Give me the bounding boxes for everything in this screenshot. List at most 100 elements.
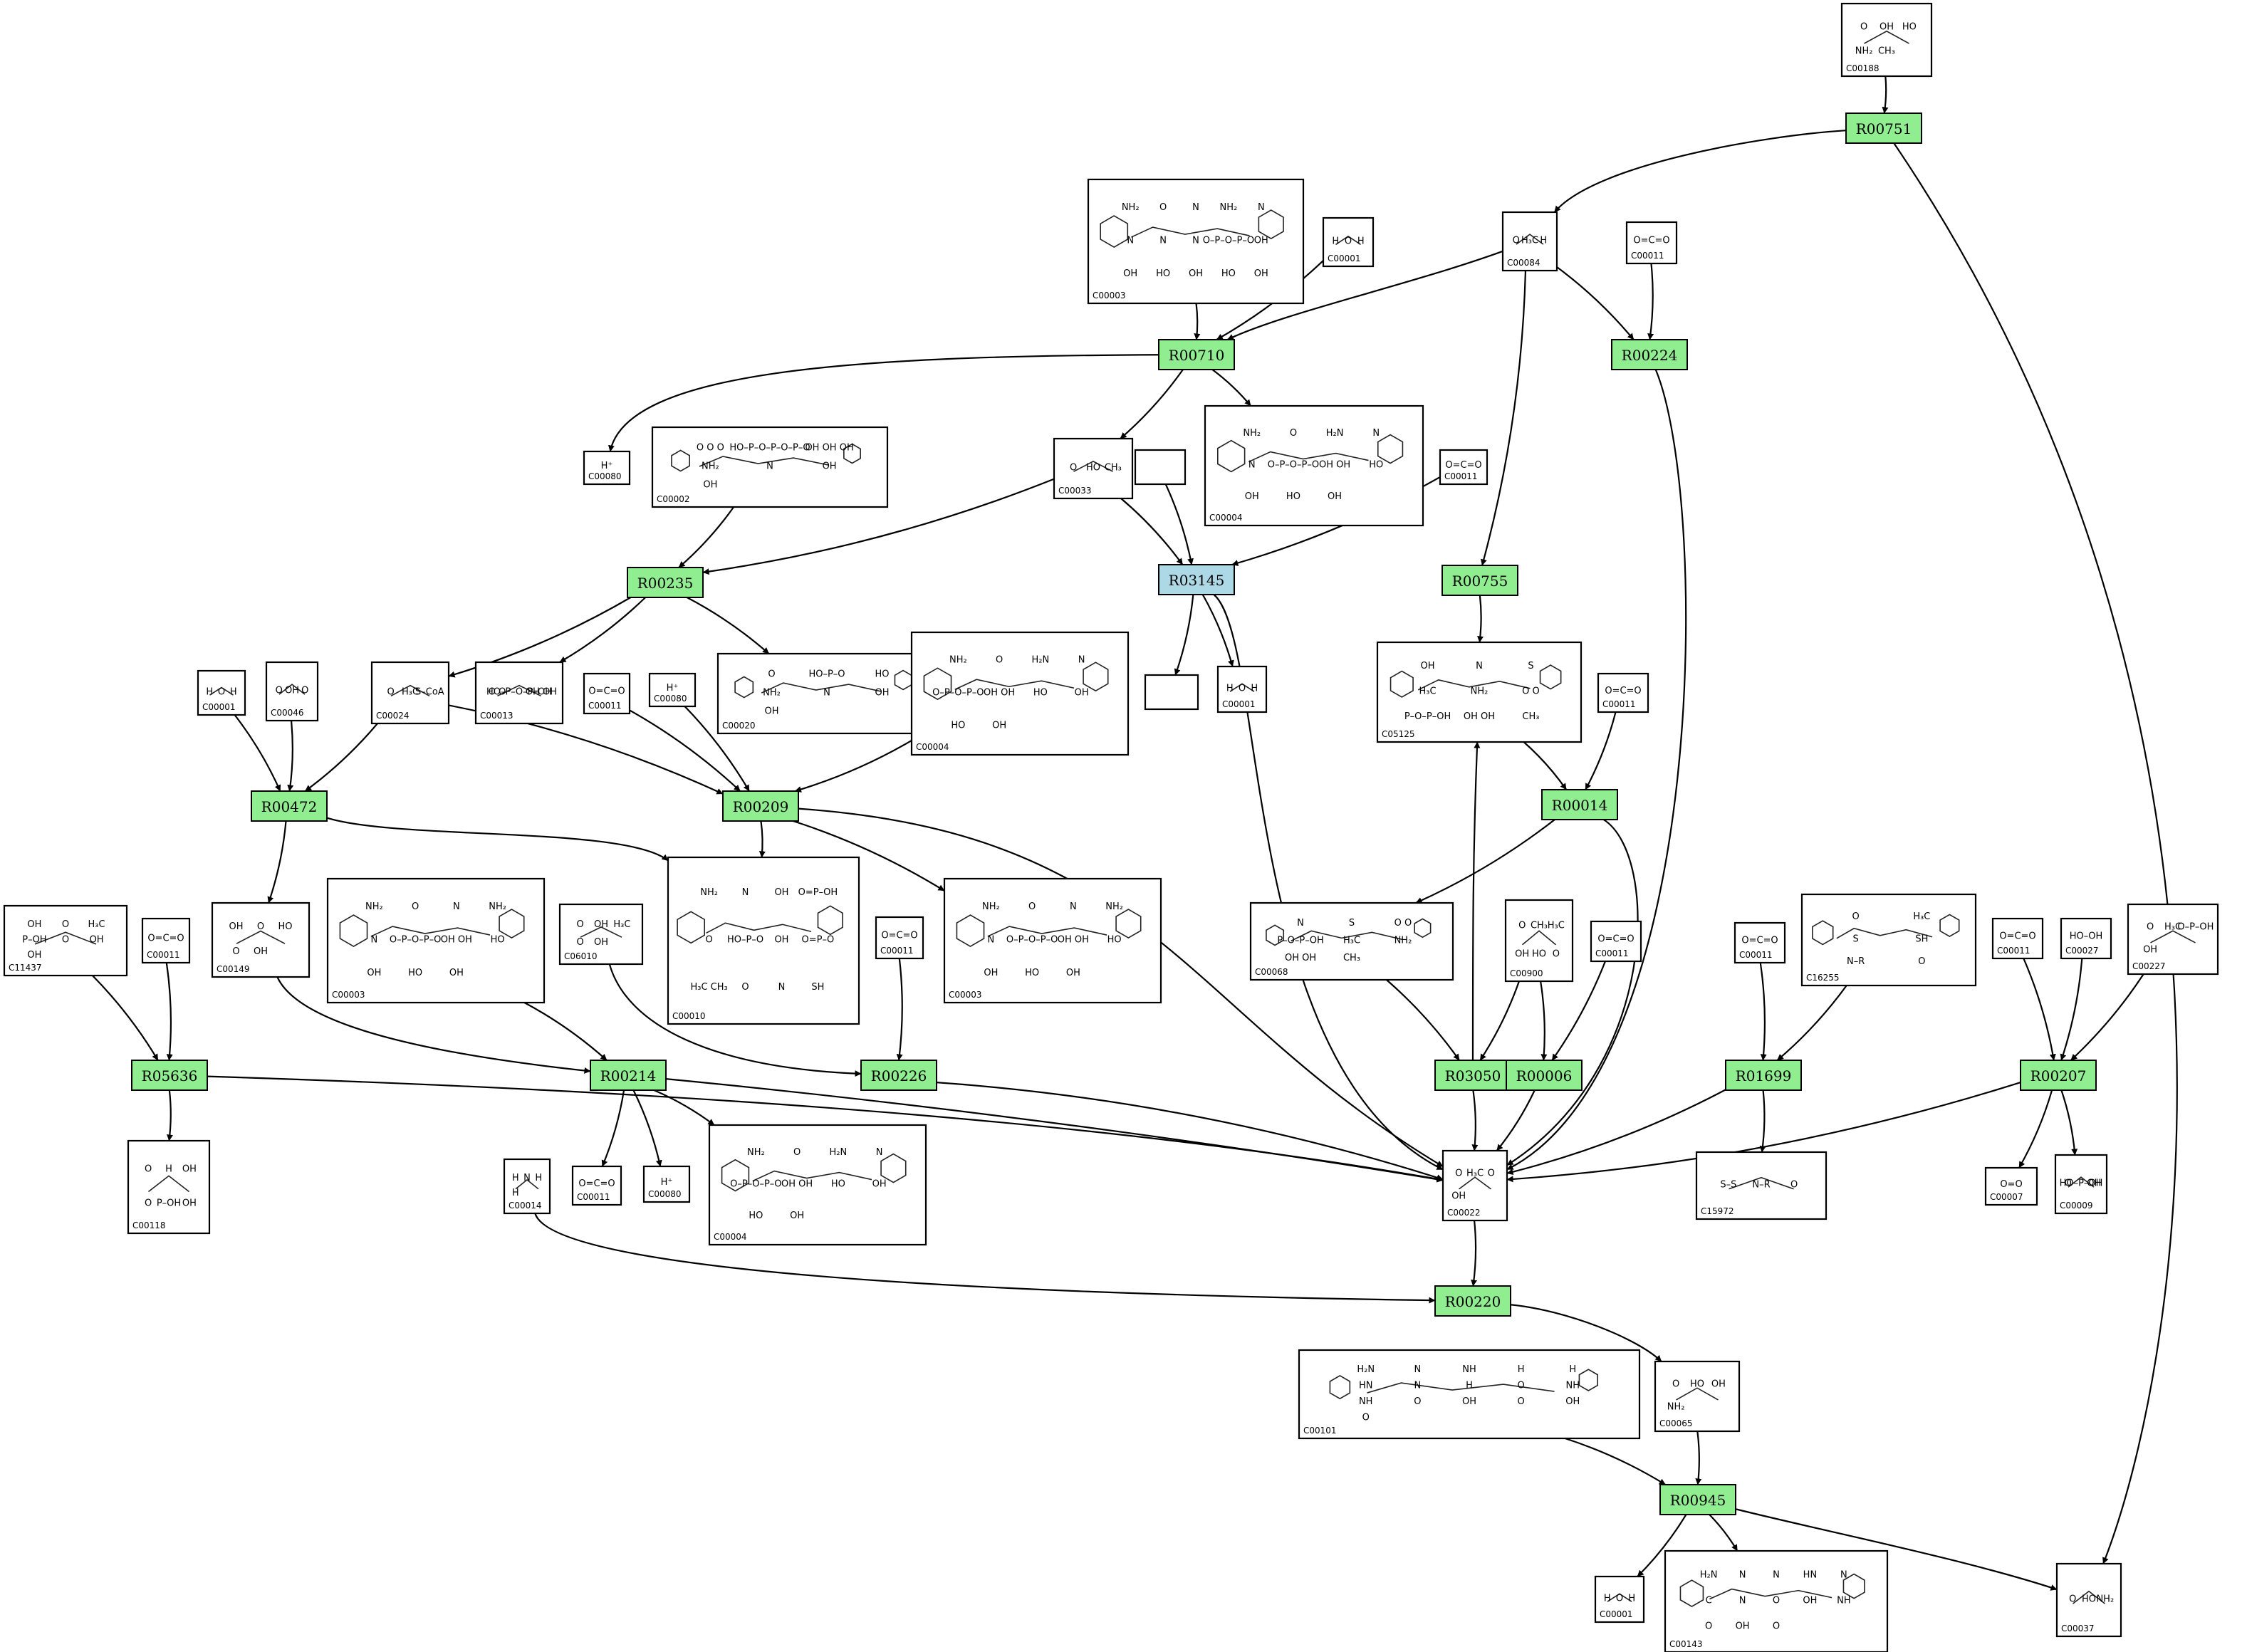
atom-label: OH bbox=[1803, 1596, 1817, 1606]
bond-lines bbox=[1607, 1593, 1632, 1602]
compound-blank_a[interactable] bbox=[1134, 449, 1187, 486]
atom-label: O bbox=[1414, 1396, 1421, 1407]
edge-R00014-to-C00068 bbox=[1415, 819, 1555, 904]
reaction-R00945[interactable]: R00945 bbox=[1659, 1484, 1736, 1515]
reaction-box bbox=[1434, 1060, 1511, 1091]
compound-box bbox=[197, 669, 246, 716]
compound-C00080_b[interactable]: H⁺C00080 bbox=[648, 672, 697, 708]
compound-blank_b[interactable] bbox=[1144, 674, 1199, 711]
reaction-R00220[interactable]: R00220 bbox=[1434, 1285, 1511, 1317]
edge-R00214-to-C00080_c bbox=[632, 1089, 662, 1167]
atom-label: OH bbox=[1462, 1396, 1476, 1407]
reaction-R00006[interactable]: R00006 bbox=[1506, 1060, 1583, 1091]
reaction-R00472[interactable]: R00472 bbox=[251, 790, 328, 822]
atom-label: OH OH bbox=[781, 1179, 813, 1190]
reaction-label: R03145 bbox=[1169, 572, 1225, 589]
reaction-R00207[interactable]: R00207 bbox=[2020, 1060, 2097, 1091]
edge-R00006-to-C00022 bbox=[1496, 1089, 1536, 1151]
reaction-R00224[interactable]: R00224 bbox=[1611, 339, 1688, 370]
compound-C00080_c[interactable]: H⁺C00080 bbox=[642, 1165, 691, 1203]
edge-C00024-to-R00472 bbox=[304, 723, 378, 792]
reaction-R00751[interactable]: R00751 bbox=[1845, 113, 1922, 144]
reaction-label: R00945 bbox=[1670, 1492, 1726, 1509]
compound-id-label: C11437 bbox=[9, 963, 42, 973]
atom-label: O=P–O bbox=[802, 935, 835, 946]
compound-C00080_a[interactable]: H⁺C00080 bbox=[583, 450, 631, 486]
reaction-R05636[interactable]: R05636 bbox=[131, 1060, 208, 1091]
edge-R00224-to-C00022 bbox=[1506, 369, 1687, 1171]
reaction-R00226[interactable]: R00226 bbox=[860, 1060, 937, 1091]
compound-box bbox=[875, 916, 924, 960]
reaction-R00235[interactable]: R00235 bbox=[627, 567, 704, 598]
compound-id-label: C00009 bbox=[2060, 1201, 2093, 1211]
reaction-R01699[interactable]: R01699 bbox=[1725, 1060, 1802, 1091]
atom-label: OH bbox=[764, 706, 778, 717]
edge-C00033-to-R03145 bbox=[1120, 498, 1184, 565]
reaction-R00755[interactable]: R00755 bbox=[1441, 565, 1518, 596]
reaction-R00209[interactable]: R00209 bbox=[722, 790, 799, 822]
reaction-R00710[interactable]: R00710 bbox=[1158, 339, 1235, 370]
edge-R00472-to-C00010 bbox=[326, 817, 669, 862]
atom-label: OH bbox=[1451, 1191, 1466, 1202]
reaction-R03145[interactable]: R03145 bbox=[1158, 564, 1235, 595]
reaction-R03050[interactable]: R03050 bbox=[1434, 1060, 1511, 1091]
ring-right bbox=[880, 1153, 907, 1183]
atom-label: HO bbox=[1086, 463, 1100, 474]
atom-label: NH₂ bbox=[489, 901, 506, 912]
compound-box bbox=[1298, 1349, 1641, 1440]
reaction-R00214[interactable]: R00214 bbox=[590, 1060, 667, 1091]
ring-left bbox=[1329, 1375, 1351, 1400]
reaction-R00014[interactable]: R00014 bbox=[1541, 789, 1618, 820]
atom-label: O=C=O bbox=[578, 1178, 615, 1189]
